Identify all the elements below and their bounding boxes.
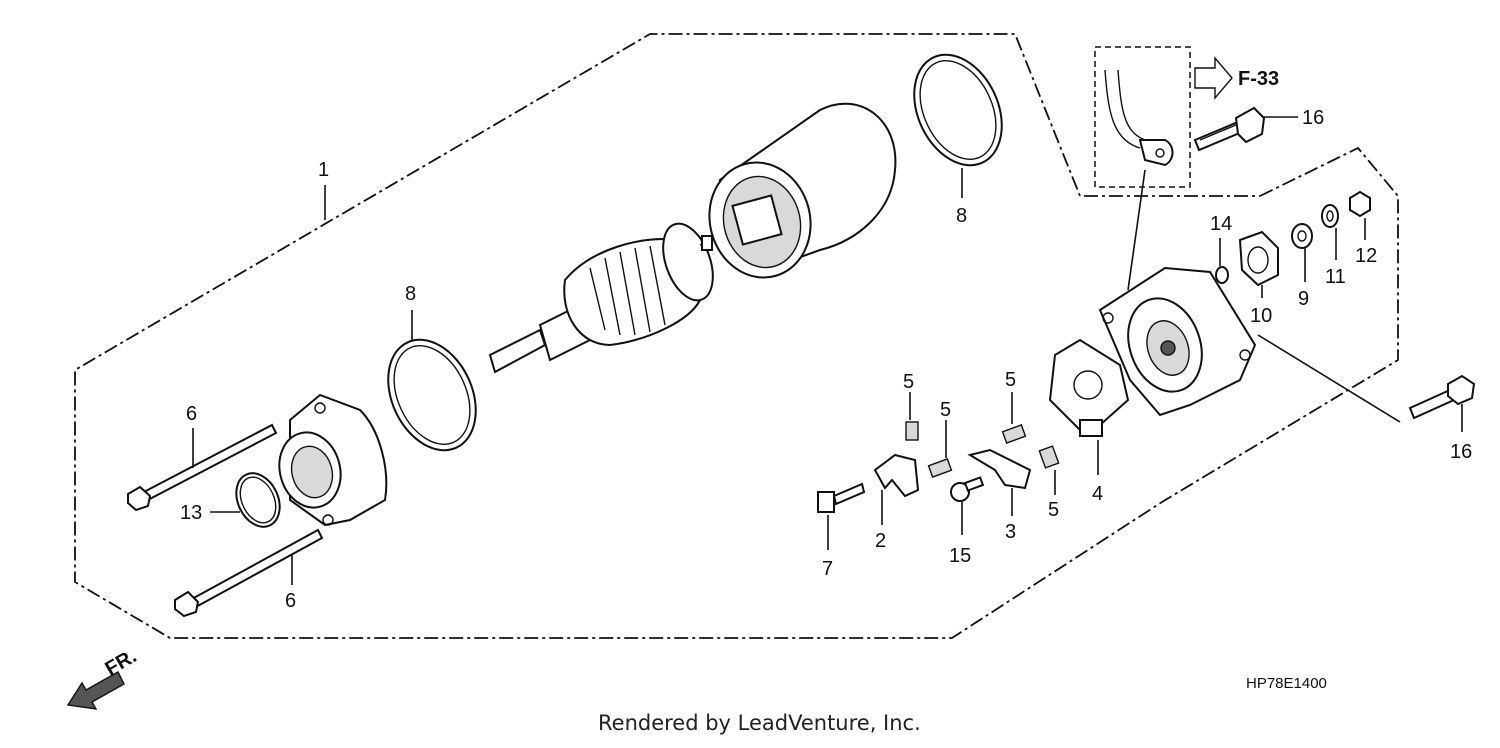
- brush-holder-4: [1048, 338, 1130, 437]
- brush-2: [873, 453, 920, 498]
- rear-cover: [1098, 266, 1257, 417]
- label-5a: 5: [903, 371, 914, 393]
- label-2: 2: [875, 530, 886, 552]
- starter-cable: [1104, 69, 1174, 291]
- brush-3: [967, 448, 1032, 490]
- label-3: 3: [1005, 521, 1016, 543]
- label-5b: 5: [940, 399, 951, 421]
- label-5d: 5: [1048, 499, 1059, 521]
- armature: [488, 222, 714, 374]
- spring-5d: [1038, 445, 1060, 469]
- diagram-code: HP78E1400: [1246, 675, 1327, 692]
- wire-harness-boundary: [1094, 46, 1191, 188]
- label-10: 10: [1250, 305, 1272, 327]
- credit-line: Rendered by LeadVenture, Inc.: [598, 711, 921, 735]
- label-16-top: 16: [1302, 107, 1324, 129]
- label-11: 11: [1325, 266, 1346, 288]
- washer-9: [1291, 223, 1313, 249]
- washer-11: [1321, 204, 1339, 228]
- spring-5a: [905, 421, 919, 441]
- label-13: 13: [180, 502, 202, 524]
- label-12: 12: [1355, 245, 1377, 267]
- assembly-boundary: [74, 33, 1399, 639]
- washer-14: [1215, 266, 1229, 284]
- bolt-16-bottom: [1408, 374, 1476, 420]
- label-7: 7: [822, 558, 833, 580]
- bolt-7: [817, 482, 866, 513]
- screw-15: [950, 476, 985, 502]
- front-direction-arrow: [66, 671, 125, 710]
- ref-arrow: [1194, 56, 1233, 100]
- label-15: 15: [949, 545, 971, 567]
- label-9: 9: [1298, 288, 1309, 310]
- reference-label: F-33: [1238, 68, 1279, 90]
- insulator-10: [1238, 230, 1279, 287]
- spring-5c: [1001, 424, 1027, 444]
- label-16-bottom: 16: [1450, 441, 1472, 463]
- label-6-top: 6: [186, 403, 197, 425]
- label-5c: 5: [1005, 369, 1016, 391]
- o-ring-8-left: [387, 338, 477, 452]
- label-4: 4: [1092, 483, 1103, 505]
- o-ring-8-right: [913, 53, 1003, 167]
- nut-12: [1349, 190, 1371, 218]
- label-14: 14: [1210, 213, 1232, 235]
- through-bolt-6-bottom: [174, 528, 324, 618]
- spring-5b: [927, 458, 953, 478]
- label-8-left: 8: [405, 283, 416, 305]
- label-6-bottom: 6: [285, 590, 296, 612]
- front-cover: [278, 393, 388, 527]
- motor-yoke: [708, 102, 897, 279]
- direction-label: FR.: [102, 645, 141, 680]
- bolt-16-top: [1193, 106, 1266, 152]
- label-1: 1: [318, 159, 329, 181]
- o-ring-13: [235, 472, 281, 528]
- through-bolt-6-top: [127, 423, 278, 512]
- label-8-right: 8: [956, 205, 967, 227]
